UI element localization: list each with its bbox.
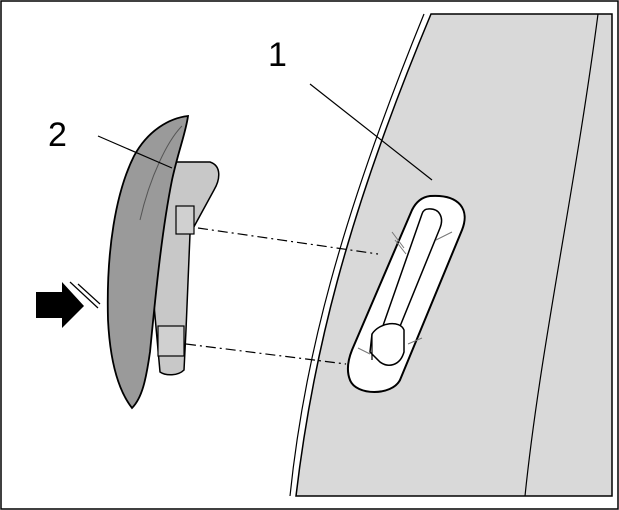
alignment-lines: [185, 227, 379, 365]
cover-panel: [106, 114, 220, 410]
leader-line-1: [309, 83, 433, 181]
leader-line-2: [97, 135, 173, 169]
push-arrow-icon: [36, 281, 101, 328]
callout-number-1: 1: [268, 36, 287, 74]
callout-number-2: 2: [48, 116, 67, 154]
panel-slot: [346, 194, 466, 393]
